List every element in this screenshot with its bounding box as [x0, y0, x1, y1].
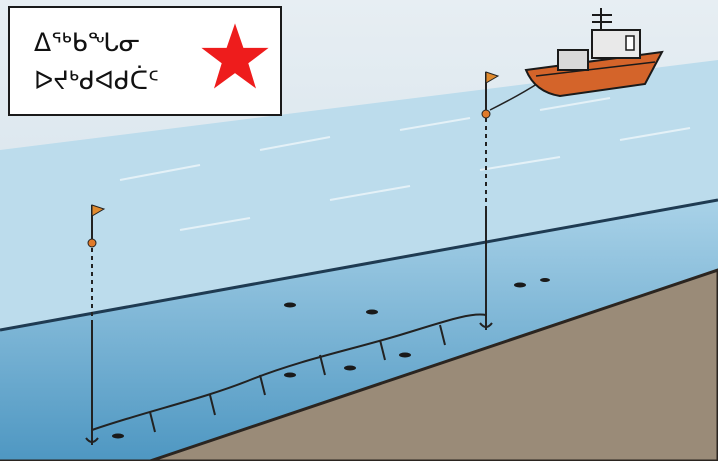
- caption-text: ᐃᖅᑲᖓᓂ ᐅᔪᒃᑯᐊᑯᑖᑦ: [34, 24, 159, 100]
- caption-line-1: ᐃᖅᑲᖓᓂ: [34, 24, 159, 62]
- caption-box: ᐃᖅᑲᖓᓂ ᐅᔪᒃᑯᐊᑯᑖᑦ: [8, 6, 282, 116]
- caption-line-2: ᐅᔪᒃᑯᐊᑯᑖᑦ: [34, 62, 159, 100]
- star-icon: [200, 22, 270, 92]
